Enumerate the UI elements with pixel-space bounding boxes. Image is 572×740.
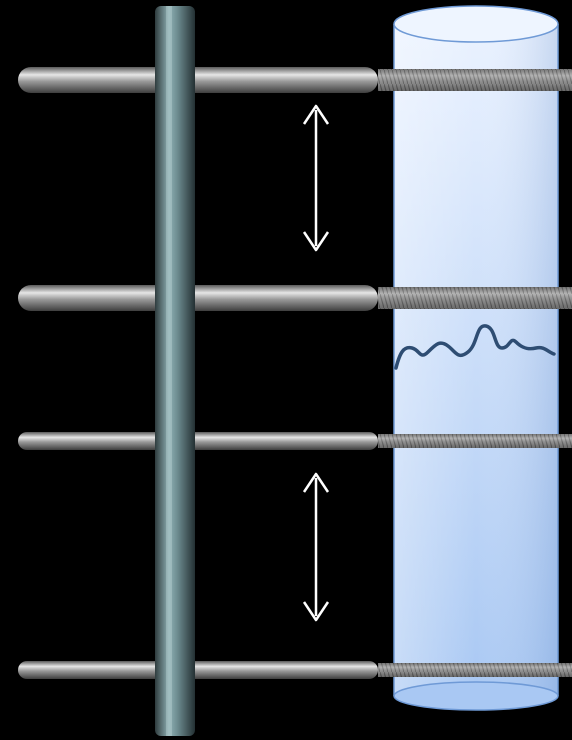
rod-1 [18,67,572,93]
rod-smooth-section [18,285,378,311]
rod-smooth-section [18,67,378,93]
rod-thread-shading [378,69,572,91]
rod-thread-shading [378,287,572,309]
vertical-support-rod [155,6,195,736]
horizontal-rods [18,67,572,679]
double-headed-vertical-arrow-icon [302,104,330,252]
rod-thread-shading [378,434,572,448]
rod-3 [18,432,572,450]
wavy-interface-line [394,324,556,370]
rod-smooth-section [18,432,378,450]
spacing-arrow-upper [302,104,330,252]
double-headed-vertical-arrow-icon [302,472,330,622]
rod-2 [18,285,572,311]
tube-top-opening [393,5,559,43]
spacing-arrow-lower [302,472,330,622]
rod-thread-shading [378,663,572,677]
rod-4 [18,661,572,679]
transparent-tube [393,5,559,711]
rod-smooth-section [18,661,378,679]
